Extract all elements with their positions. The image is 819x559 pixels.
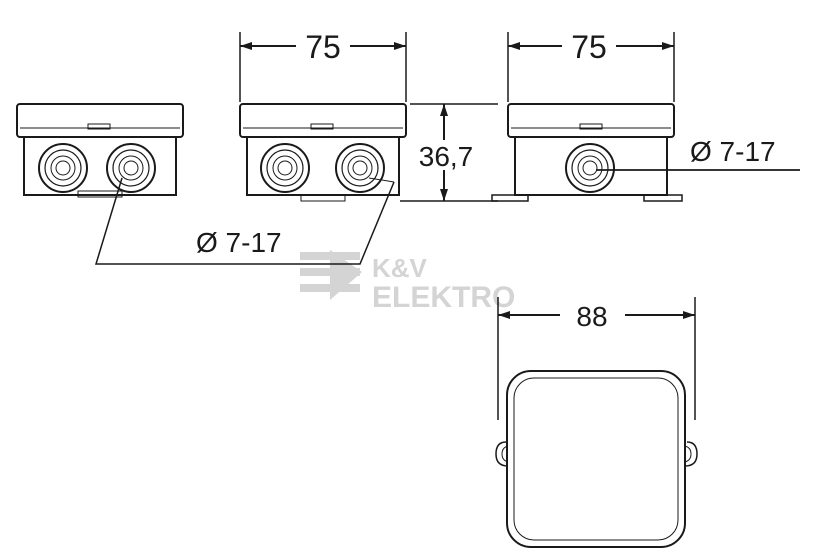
width-right-label: 75 [571,29,607,65]
dimension-footprint: 88 [497,297,696,420]
side-view-box [491,103,683,202]
cable-gland-icon [335,143,385,193]
height-label: 36,7 [419,141,474,172]
cable-gland-icon [260,143,310,193]
front-view-box-1 [16,103,184,198]
dimension-width-right: 75 [507,29,675,102]
cable-gland-icon [106,143,156,193]
watermark-line2: ELEKTRO [372,281,515,314]
footprint-label: 88 [576,301,607,332]
cable-gland-icon [565,143,615,193]
top-view-box [495,370,698,548]
leader-gland-front: Ø 7-17 [94,177,395,265]
dimension-height: 36,7 [400,103,498,202]
watermark-logo: K&V ELEKTRO [300,250,515,314]
dimension-width-left: 75 [239,29,407,102]
front-view-box-2 [239,103,407,202]
watermark-emblem-icon [300,250,362,300]
leader-gland-side: Ø 7-17 [596,136,800,171]
cable-gland-icon [38,143,88,193]
width-left-label: 75 [305,29,341,65]
watermark-line1: K&V [372,253,428,283]
gland-side-label: Ø 7-17 [690,136,776,167]
gland-front-label: Ø 7-17 [196,227,282,258]
